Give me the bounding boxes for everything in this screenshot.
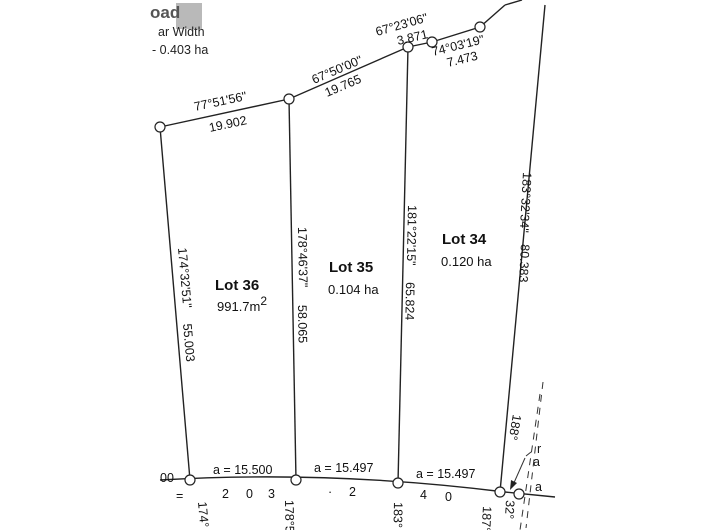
marker-node (154, 121, 166, 133)
lot36-area: 991.7m2 (217, 294, 267, 314)
road-width-note: ar Width (158, 25, 205, 39)
east-bearing: 183°32'34" (517, 172, 534, 233)
road-area-note: - 0.403 ha (152, 43, 208, 57)
east-road-dashed-1 (525, 381, 544, 529)
marker-node (494, 486, 506, 498)
bottom-digit: 2 (349, 485, 356, 499)
bottom-bearing-e: 187° (479, 506, 494, 530)
marker-node (392, 477, 404, 489)
road-title: oad (150, 3, 180, 22)
west-distance: 55.003 (180, 323, 197, 362)
east-label-r: r (537, 442, 541, 456)
bottom-bearing-m2: 183° (391, 502, 405, 528)
mid1-distance: 58.065 (295, 305, 310, 344)
lot34-area: 0.120 ha (441, 254, 492, 269)
lot35-36-line (288, 98, 297, 481)
bottom-digit: 4 (420, 488, 427, 502)
east-label-a1: a (533, 455, 540, 469)
arc1-length: a = 15.500 (213, 463, 272, 477)
east-road-dashed-2 (519, 393, 541, 530)
east-distance: 80.383 (516, 244, 532, 283)
mid2-bearing: 181°22'15" (404, 205, 419, 266)
lot35-name: Lot 35 (329, 259, 373, 276)
east-bearing-188: 188° (506, 413, 524, 441)
lot34-35-line (397, 46, 409, 484)
ne-boundary-stub (504, 0, 523, 6)
east-tick (525, 451, 532, 457)
arc2-length: a = 15.497 (314, 461, 373, 475)
seg1-distance: 19.902 (208, 113, 248, 135)
bottom-arc-line (159, 476, 506, 493)
lot35-area: 0.104 ha (328, 282, 379, 297)
seg3-distance: 3.871 (396, 27, 430, 48)
bottom-bearing-m1: 178°5 (282, 500, 297, 530)
lot34-east-line (499, 4, 546, 493)
east-arrow (512, 457, 526, 486)
bottom-eq-mark: = (176, 489, 183, 503)
mid1-bearing: 178°46'37" (295, 227, 310, 288)
bottom-digit: 0 (246, 487, 253, 501)
lot36-west-line (159, 126, 191, 481)
lot36-area-superscript: 2 (260, 294, 267, 308)
logo-badge-icon (176, 3, 202, 29)
bottom-digit: 2 (222, 487, 229, 501)
bottom-dot: · (328, 485, 332, 499)
bottom-digit: 0 (445, 490, 452, 504)
road-header: oad ar Width - 0.403 ha (150, 3, 208, 57)
bottom-bearing-w: 174° (195, 501, 211, 528)
mid2-distance: 65.824 (402, 282, 417, 321)
marker-node (513, 488, 525, 500)
marker-node (283, 93, 295, 105)
east-label-a2: a (535, 480, 542, 494)
arc3-length: a = 15.497 (416, 467, 475, 481)
marker-node (474, 21, 486, 33)
marker-node (184, 474, 196, 486)
bottom-left-edge-label: 00 (160, 471, 174, 485)
marker-node (290, 474, 302, 486)
arrow-head-icon (510, 480, 517, 490)
marker-node (426, 36, 438, 48)
west-bearing: 174°32'51" (175, 247, 194, 308)
survey-markers (154, 21, 525, 500)
marker-node (402, 41, 414, 53)
lot36-name: Lot 36 (215, 277, 259, 294)
lot34-name: Lot 34 (442, 231, 487, 248)
bottom-digit: 3 (268, 487, 275, 501)
bottom-bearing-e2: 32° (502, 500, 517, 520)
bottom-arc-extension (504, 491, 556, 498)
